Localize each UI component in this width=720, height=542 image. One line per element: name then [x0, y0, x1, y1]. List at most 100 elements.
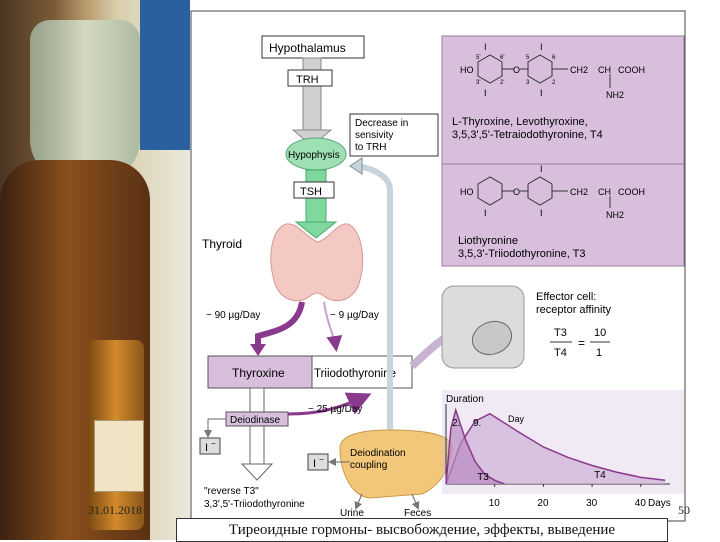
- trh-box: [287, 69, 333, 87]
- urine-arrow: [354, 493, 363, 510]
- series-area-t4: [446, 413, 666, 484]
- reverse-t3-line2: 3,3',5'-Triiodothyronine: [204, 499, 305, 510]
- t4-iodine-4: I: [540, 88, 543, 98]
- thyroxine-label: Thyroxine: [232, 366, 285, 380]
- t4-cooh: COOH: [618, 65, 645, 75]
- thyroid-gland-shape: [270, 223, 364, 302]
- effector-title-line1: Effector cell:: [536, 291, 596, 303]
- t4-ring-num-6: 6: [552, 55, 556, 61]
- t3-ch: CH: [598, 187, 611, 197]
- feedback-arrowhead: [349, 157, 363, 175]
- series-line-t3: [445, 407, 505, 485]
- t4-structure-panel: [441, 35, 685, 165]
- t3-iodine-3: I: [540, 208, 543, 218]
- trh-arrow-shaft: [302, 57, 322, 131]
- t4-ring-num-2p: 2': [500, 80, 504, 86]
- effector-t4: T4: [554, 347, 567, 359]
- tsh-box: [293, 181, 335, 199]
- liver-note-line1: Deiodination: [350, 448, 406, 459]
- t4-ho: HO: [460, 65, 474, 75]
- iodide-box-2: [307, 453, 329, 471]
- conversion-label: ~ 25 µg/Day: [308, 404, 362, 415]
- t4-down-arrowhead: [240, 463, 274, 481]
- iodide-sup-2: −: [319, 455, 324, 464]
- series-label-t3: T3: [477, 472, 489, 483]
- thyroid-label: Thyroid: [202, 237, 242, 251]
- t3-cooh: COOH: [618, 187, 645, 197]
- series-label-t4: T4: [594, 470, 606, 481]
- t4-iodine-3: I: [540, 42, 543, 52]
- t3-molecule: HO O CH2 CH COOH NH2 I I I: [460, 164, 645, 220]
- effector-ratio-bottom: 1: [596, 347, 602, 359]
- t4-ch2: CH2: [570, 65, 588, 75]
- chart-xlabel: Days: [648, 498, 671, 509]
- trh-label: TRH: [296, 74, 319, 86]
- glass-flask-image: [30, 20, 140, 180]
- chart-peak-label-t4: 9.: [473, 418, 481, 429]
- t4-flow-label: ~ 90 µg/Day: [206, 310, 260, 321]
- tsh-arrow-head: [294, 221, 338, 239]
- conversion-arrow: [287, 392, 372, 416]
- hypothalamus-label: Hypothalamus: [269, 41, 346, 55]
- hypophysis-label: Hypophysis: [288, 150, 340, 161]
- t4-iodine-1: I: [484, 42, 487, 52]
- t3-ring-outer: [477, 176, 503, 206]
- deiodinase-label: Deiodinase: [230, 415, 280, 426]
- t3-flow-arrow: [323, 301, 343, 352]
- t3-ring-inner: [527, 176, 553, 206]
- slide-caption: Тиреоидные гормоны- высвобождение, эффек…: [176, 518, 668, 542]
- t3-ch2: CH2: [570, 187, 588, 197]
- x-tick-label-30: 30: [586, 498, 598, 509]
- t3-name-line1: Liothyronine: [458, 235, 518, 247]
- x-tick-label-20: 20: [537, 498, 549, 509]
- t4-ring-outer: [477, 54, 503, 84]
- series-area-t3: [446, 410, 505, 484]
- effector-ratio-top: 10: [594, 327, 606, 339]
- effector-nucleus: [471, 320, 513, 356]
- bottle-label-image: [94, 420, 144, 492]
- t3-iodine-1: I: [484, 208, 487, 218]
- chart-series-group: T4 T3: [445, 407, 666, 485]
- chart-unit-label: Day: [508, 414, 525, 424]
- t3-iodine-2: I: [540, 164, 543, 174]
- chart-peak-label-t3: 2.: [452, 418, 460, 429]
- effector-equals: =: [578, 336, 585, 350]
- t4-ring-num-3p: 3': [476, 80, 480, 86]
- iodide-box-1: [199, 437, 221, 455]
- t4-flow-arrowhead: [250, 344, 266, 356]
- t4-iodine-2: I: [484, 88, 487, 98]
- t4-flow-arrow: [255, 301, 305, 348]
- urine-label: Urine: [340, 508, 364, 519]
- t3-o: O: [513, 187, 520, 197]
- t4-ch: CH: [598, 65, 611, 75]
- t3-ho: HO: [460, 187, 474, 197]
- iodide-label-1: I: [205, 442, 208, 454]
- decrease-note-line1: Decrease in: [355, 118, 408, 129]
- t4-ring-num-5p: 5': [476, 55, 480, 61]
- t3-nh2: NH2: [606, 210, 624, 220]
- reverse-t3-line1: "reverse T3": [204, 486, 259, 497]
- t4-ring-num-5: 5: [526, 55, 530, 61]
- decrease-note-box: [349, 113, 439, 157]
- triiodothyronine-label: Triiodothyronine: [314, 368, 396, 380]
- iodide-sup-1: −: [211, 439, 216, 448]
- figure-svg: Hypothalamus TRH Decrease in sensivity t…: [190, 10, 686, 522]
- t4-nh2: NH2: [606, 90, 624, 100]
- series-line-t4: [445, 412, 666, 485]
- photo-blue-backdrop: [140, 0, 190, 150]
- x-tick-label-40: 40: [635, 498, 647, 509]
- chart-title: Duration: [446, 394, 484, 405]
- slide-date: 31.01.2018: [88, 503, 142, 517]
- decrease-note-line2: sensivity: [355, 130, 393, 141]
- tsh-label: TSH: [300, 186, 322, 198]
- page-number: 50: [678, 503, 690, 517]
- t4-ring-num-3: 3: [526, 80, 530, 86]
- effector-title-line2: receptor affinity: [536, 304, 612, 316]
- t3-name-line2: 3,5,3'-Triiodothyronine, T3: [458, 248, 585, 260]
- t4-molecule: HO O CH2 CH COOH NH2 I I I I 5' 6' 3' 2'…: [460, 42, 645, 100]
- thyroid-hormone-figure: Hypothalamus TRH Decrease in sensivity t…: [190, 10, 686, 522]
- feces-label: Feces: [404, 508, 431, 519]
- effector-t3: T3: [554, 327, 567, 339]
